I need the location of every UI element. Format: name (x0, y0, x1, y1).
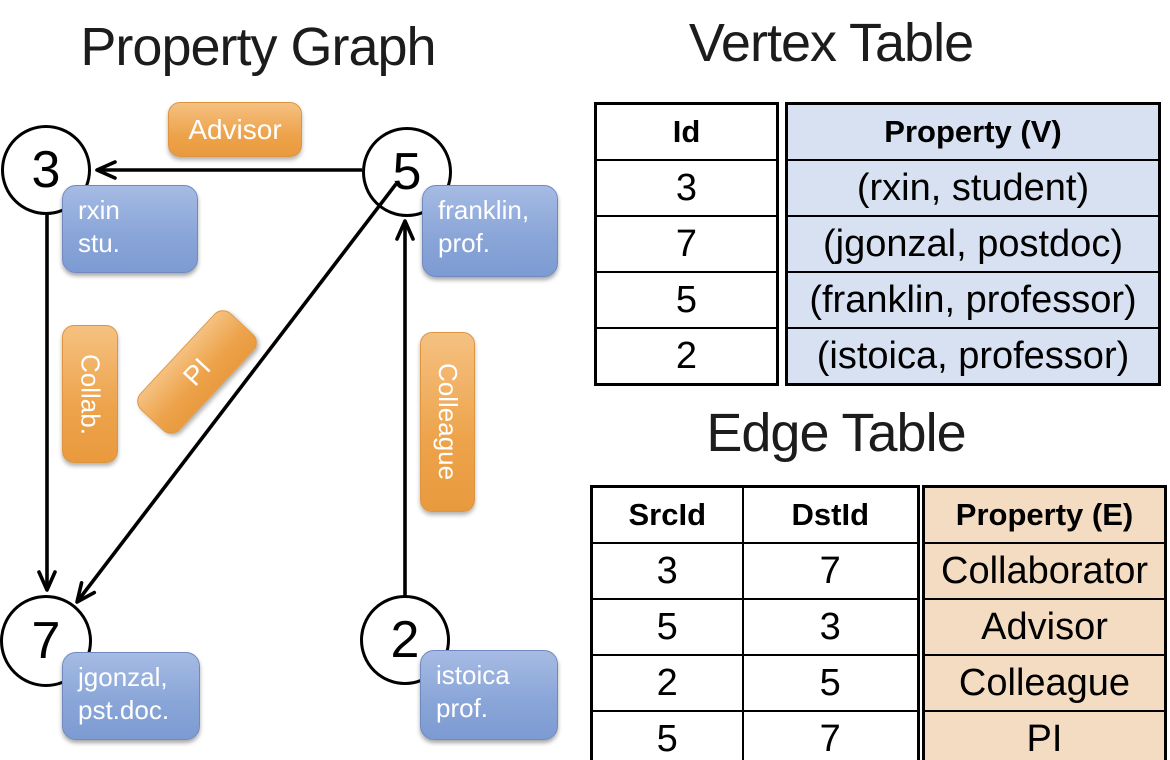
edge-arrow-5-to-7 (75, 182, 398, 604)
table-cell: (istoica, professor) (785, 327, 1161, 386)
vertex-property-line: istoica (436, 660, 510, 690)
table-cell: 5 (590, 598, 744, 656)
vertex-property-line: rxin (78, 195, 120, 225)
table-row: 3 (594, 159, 779, 217)
table-cell: 5 (594, 271, 779, 329)
table-cell: 5 (590, 710, 744, 760)
vertex-id-label: 3 (31, 141, 61, 199)
table-cell: 7 (741, 542, 920, 600)
edge-label-collab: Collab. (62, 325, 118, 463)
vertex-node-2: 2 (360, 595, 450, 685)
table-row: 7 (594, 215, 779, 273)
table-cell: Advisor (922, 598, 1167, 656)
vertex-property-line: jgonzal, (78, 662, 168, 692)
vertex-id-label: 7 (31, 612, 61, 670)
edge-table-srcid-header: SrcId (590, 485, 744, 544)
property-graph-title: Property Graph (80, 17, 436, 77)
table-row: 2 (594, 327, 779, 386)
table-cell: 3 (590, 542, 744, 600)
table-cell: PI (922, 710, 1167, 760)
vertex-property-line: prof. (436, 693, 489, 723)
edge-table-property-header: Property (E) (922, 485, 1167, 544)
vertex-table-id-header: Id (594, 102, 779, 161)
table-row: Advisor (922, 598, 1167, 656)
table-cell: 7 (741, 710, 920, 760)
table-header-row: SrcId DstId (590, 485, 920, 544)
edge-label-colleague: Colleague (420, 332, 475, 512)
table-cell: (jgonzal, postdoc) (785, 215, 1161, 273)
vertex-property-box-rxin: rxin stu. (62, 185, 198, 273)
table-cell: Collaborator (922, 542, 1167, 600)
vertex-table-title: Vertex Table (688, 13, 974, 73)
vertex-property-line: franklin, (438, 195, 530, 225)
table-row: (istoica, professor) (785, 327, 1161, 386)
table-cell: 3 (594, 159, 779, 217)
table-cell: (franklin, professor) (785, 271, 1161, 329)
vertex-property-box-istoica: istoica prof. (420, 650, 558, 740)
table-row: Colleague (922, 654, 1167, 712)
vertex-property-line: prof. (438, 228, 491, 258)
table-cell: 7 (594, 215, 779, 273)
table-row: PI (922, 710, 1167, 760)
table-row: (franklin, professor) (785, 271, 1161, 329)
graph-edges-canvas (37, 160, 415, 604)
table-row: Collaborator (922, 542, 1167, 600)
vertex-property-box-franklin: franklin, prof. (422, 185, 558, 277)
vertex-table-property-header: Property (V) (785, 102, 1161, 161)
table-header-row: Id (594, 102, 779, 161)
vertex-id-label: 5 (392, 143, 422, 201)
edge-table-dstid-header: DstId (741, 485, 920, 544)
table-row: 5 (594, 271, 779, 329)
table-cell: 3 (741, 598, 920, 656)
table-cell: 5 (741, 654, 920, 712)
table-row: (jgonzal, postdoc) (785, 215, 1161, 273)
vertex-table-property-column: Property (V) (rxin, student)(jgonzal, po… (785, 102, 1161, 386)
table-cell: 2 (590, 654, 744, 712)
table-cell: Colleague (922, 654, 1167, 712)
vertex-property-line: stu. (78, 228, 120, 258)
table-header-row: Property (E) (922, 485, 1167, 544)
edge-label-advisor: Advisor (168, 102, 302, 157)
edge-table-title: Edge Table (706, 403, 966, 463)
vertex-property-box-jgonzal: jgonzal, pst.doc. (62, 652, 200, 740)
table-cell: (rxin, student) (785, 159, 1161, 217)
table-cell: 2 (594, 327, 779, 386)
vertex-id-label: 2 (390, 611, 420, 669)
table-row: (rxin, student) (785, 159, 1161, 217)
table-header-row: Property (V) (785, 102, 1161, 161)
vertex-property-line: pst.doc. (78, 695, 170, 725)
